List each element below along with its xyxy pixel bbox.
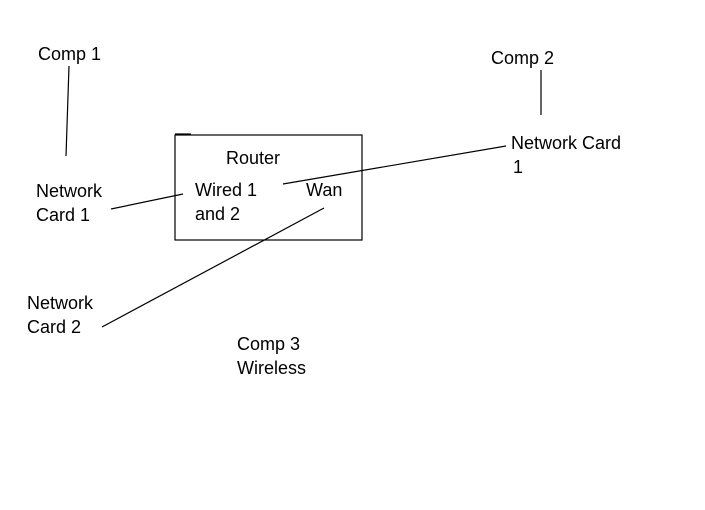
card1-to-wired-line — [110, 193, 184, 210]
comp1-network-card-line2: Card 1 — [36, 205, 91, 225]
comp1-to-card-line — [65, 65, 70, 157]
router-title: Router — [226, 148, 281, 168]
comp3-label: Comp 3 — [237, 334, 301, 354]
comp1-network-card-line1: Network — [36, 181, 103, 201]
comp2-label: Comp 2 — [491, 48, 555, 68]
comp1-label: Comp 1 — [38, 44, 102, 64]
router-wan-label: Wan — [306, 180, 343, 200]
router-box — [174, 134, 363, 241]
comp2-network-card-line2: 1 — [513, 157, 524, 177]
comp3-network-card-line1: Network — [27, 293, 94, 313]
router-wired-label-line2: and 2 — [195, 204, 241, 224]
comp2-network-card-line1: Network Card — [511, 133, 622, 153]
card3-to-wan-line — [101, 207, 325, 328]
card2-to-wired-line — [282, 145, 507, 185]
router-wired-label-line1: Wired 1 — [195, 180, 258, 200]
comp3-network-card-line2: Card 2 — [27, 317, 82, 337]
comp3-wireless-label: Wireless — [237, 358, 307, 378]
